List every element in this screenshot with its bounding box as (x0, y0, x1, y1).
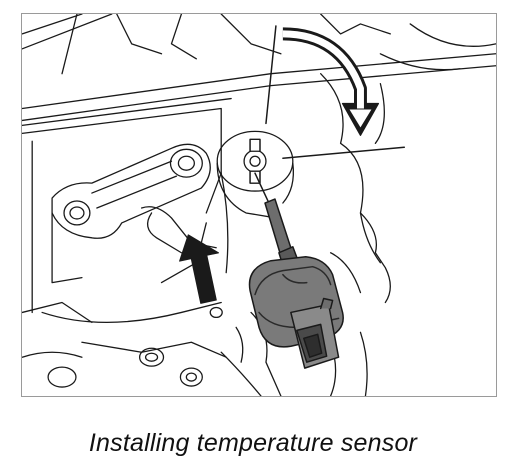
temperature-sensor (248, 198, 344, 369)
rotation-arrow-icon (282, 27, 380, 137)
insert-arrow-icon (179, 234, 219, 304)
sensor-installation-illustration (22, 14, 496, 396)
figure-caption: Installing temperature sensor (88, 429, 418, 457)
leader-lines (254, 25, 405, 204)
sensor-mounting-hole (243, 138, 267, 184)
illustration-frame (21, 13, 497, 397)
engine-housing-lines (22, 14, 496, 396)
